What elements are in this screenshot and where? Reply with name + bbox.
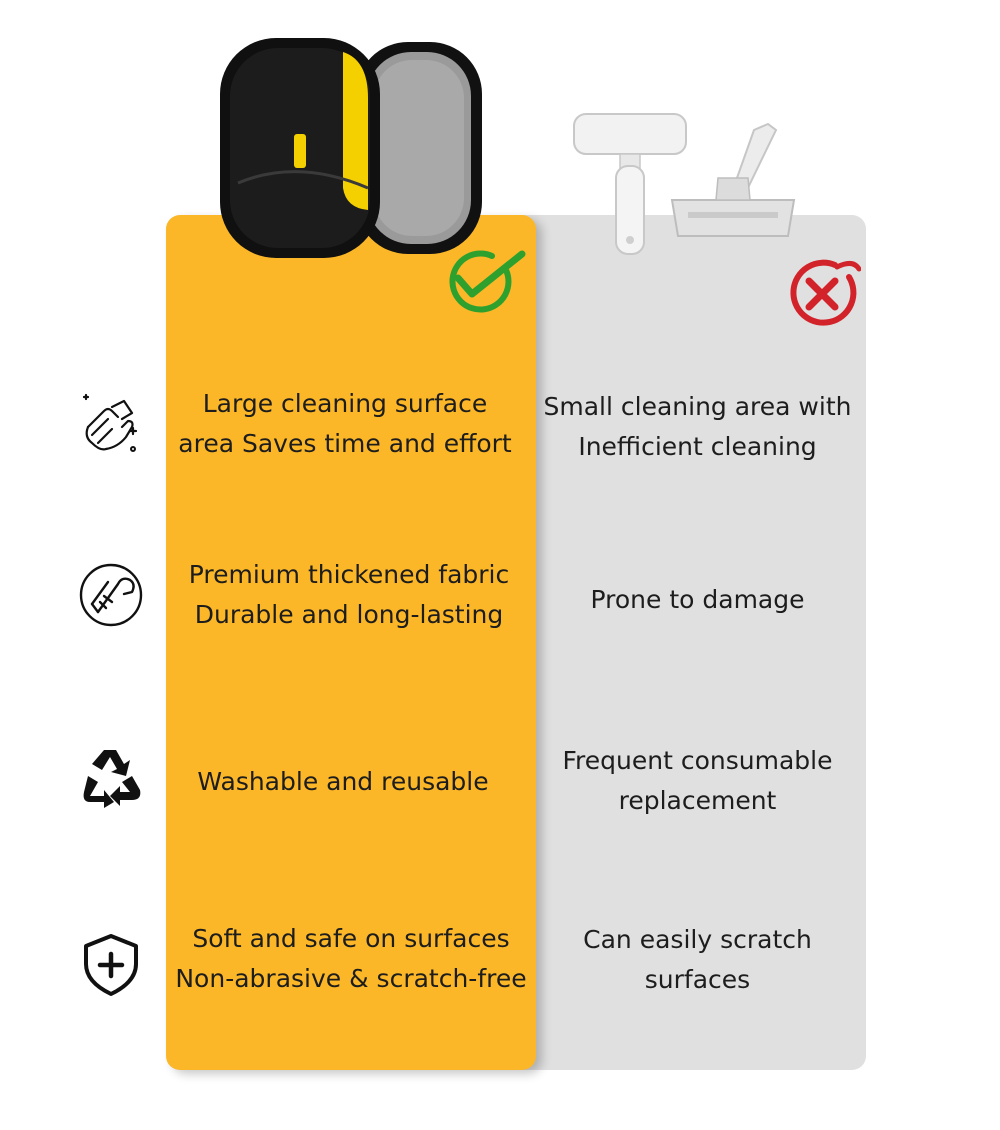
- strong-arm-icon: [78, 562, 144, 628]
- hand-wipe-sparkle-icon: [78, 391, 144, 457]
- competitor-drawback-scratch: Can easily scratch surfaces: [583, 925, 812, 994]
- our-benefit-durability: Premium thickened fabric Durable and lon…: [188, 560, 510, 629]
- cross-circle-icon: [787, 259, 861, 329]
- our-benefit-reusable: Washable and reusable: [197, 767, 489, 796]
- cleaning-mitt-image: [218, 38, 486, 260]
- shield-plus-icon: [78, 932, 144, 998]
- competitor-drawback-small-area: Small cleaning area with Inefficient cle…: [543, 392, 852, 461]
- lint-roller-and-shaver-image: [568, 108, 808, 268]
- our-product-panel: [166, 215, 536, 1070]
- check-circle-icon: [440, 248, 530, 314]
- competitor-panel: [500, 215, 866, 1070]
- competitor-drawback-consumables: Frequent consumable replacement: [562, 746, 833, 815]
- recycle-icon: [78, 742, 144, 808]
- competitor-drawback-damage: Prone to damage: [590, 585, 805, 614]
- our-benefit-safe-surfaces: Soft and safe on surfaces Non-abrasive &…: [175, 924, 527, 993]
- our-benefit-surface-area: Large cleaning surface area Saves time a…: [178, 389, 512, 458]
